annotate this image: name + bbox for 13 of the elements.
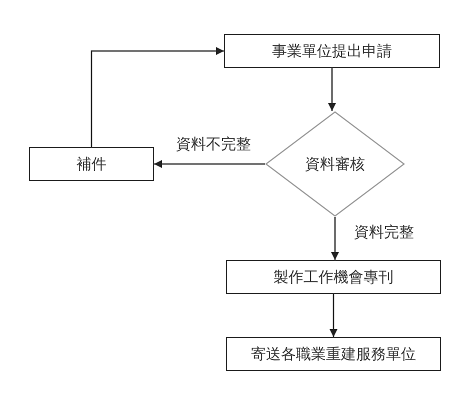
arrow — [328, 68, 336, 111]
arrow — [331, 217, 339, 260]
process-box: 事業單位提出申請 — [224, 34, 440, 68]
process-box: 寄送各職業重建服務單位 — [226, 337, 441, 371]
arrow — [330, 294, 338, 337]
process-box: 製作工作機會專刊 — [226, 260, 441, 294]
edge-label: 資料不完整 — [174, 135, 253, 154]
decision-diamond — [265, 111, 405, 217]
node-label: 資料審核 — [305, 154, 365, 174]
edge-label: 資料完整 — [352, 223, 416, 242]
process-box: 補件 — [29, 147, 154, 181]
arrow — [154, 160, 265, 168]
arrow — [90, 47, 224, 147]
